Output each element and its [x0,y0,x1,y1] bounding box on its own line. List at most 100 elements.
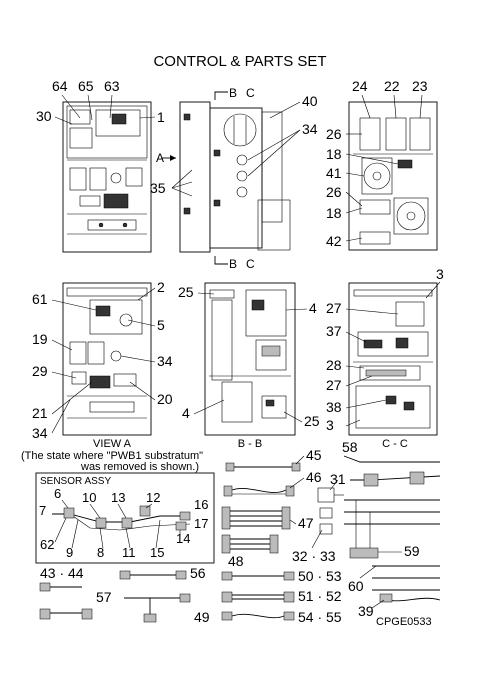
callout-61: 61 [32,291,48,307]
callout-11: 11 [122,545,136,560]
callout-2: 2 [157,279,165,295]
callout-31: 31 [330,471,346,487]
callouts-sensor-assy: 6 7 10 13 12 16 17 62 9 8 11 15 14 [39,486,208,560]
callout-26-top: 26 [326,126,342,142]
callout-57: 57 [96,589,112,605]
section-b-b-panel [204,282,296,436]
callout-62: 62 [40,537,54,552]
sensor-assy-title: SENSOR ASSY [40,476,111,487]
callout-25-bottom: 25 [304,413,320,429]
callout-21: 21 [32,405,48,421]
callout-3-bottom: 3 [326,417,334,433]
sensor-assy-box: SENSOR ASSY [35,472,215,564]
callouts-section-b-b: 25 4 4 25 B - B [178,284,320,450]
callout-5: 5 [157,317,165,333]
harness-47 [221,506,291,530]
view-a-title: VIEW A [93,438,132,450]
callout-56: 56 [190,565,206,581]
callout-64: 64 [52,78,68,94]
callout-27-top: 27 [326,300,342,316]
callout-54-55: 54 · 55 [298,609,342,625]
callouts-section-c-c: 3 27 37 28 27 38 3 C - C [326,266,444,450]
callout-26-bottom: 26 [326,184,342,200]
view-a-caption: VIEW A (The state where "PWB1 substratum… [21,438,203,473]
callouts-panel-front: 64 65 63 30 1 [36,78,165,125]
callout-22: 22 [384,78,400,94]
arrow-label-c-bottom: C [246,257,255,271]
callout-46: 46 [306,469,322,485]
callout-32-33: 32 · 33 [292,548,336,564]
callout-30: 30 [36,108,52,124]
callout-49: 49 [194,609,210,625]
callout-19: 19 [32,331,48,347]
callout-27-bottom: 27 [326,377,342,393]
callout-65: 65 [78,78,94,94]
harness-45-46 [223,462,301,497]
callout-34-side: 34 [302,121,318,137]
view-a-note-line1: (The state where "PWB1 substratum" [21,450,203,462]
callout-13: 13 [111,490,125,505]
harness-43-57-56-49 [39,570,191,623]
harness-58-59 [343,455,441,559]
callout-40: 40 [302,93,318,109]
callout-23: 23 [412,78,428,94]
callout-14: 14 [176,531,190,546]
callout-8: 8 [97,545,104,560]
callout-35: 35 [150,180,166,196]
section-b-b-label: B - B [238,438,262,450]
callouts-panel-side: B C B C A 40 34 35 [150,86,318,271]
callout-39: 39 [358,603,374,619]
harness-50-51-54 [221,571,295,621]
callout-20: 20 [157,391,173,407]
callout-48: 48 [228,553,244,569]
callout-10: 10 [82,490,96,505]
callout-50-53: 50 · 53 [298,568,342,584]
diagram-title: CONTROL & PARTS SET [153,53,326,70]
callout-59: 59 [404,543,420,559]
callout-63: 63 [104,78,120,94]
view-a-note-line2: was removed is shown.) [80,461,199,473]
arrow-label-a: A [156,151,164,165]
control-box-side-view [162,91,291,265]
callout-4-bottom: 4 [182,405,190,421]
callout-34-view-a-bottom: 34 [32,425,48,441]
callouts-harnesses: 45 46 31 58 47 48 32 · 33 59 43 · 44 56 … [40,439,420,625]
callout-42: 42 [326,233,342,249]
callouts-view-a: 2 61 5 19 34 29 21 20 34 [32,279,173,441]
callout-41: 41 [326,165,342,181]
callout-34-view-a: 34 [157,353,173,369]
callout-3-top: 3 [436,266,444,282]
arrow-label-b-bottom: B [229,257,237,271]
callout-4-top: 4 [309,300,317,316]
callout-45: 45 [306,447,322,463]
callout-18-bottom: 18 [326,205,342,221]
drawing-code: CPGE0533 [376,616,432,628]
harness-48 [221,534,279,554]
callout-29: 29 [32,363,48,379]
callout-18-top: 18 [326,146,342,162]
callout-28: 28 [326,357,342,373]
callout-1: 1 [157,109,165,125]
callout-9: 9 [66,545,73,560]
callout-43-44: 43 · 44 [40,565,84,581]
part-31-32-33 [317,487,344,535]
section-c-c-label: C - C [382,438,408,450]
callout-12: 12 [146,490,160,505]
arrow-label-c-top: C [246,86,255,100]
callout-6: 6 [54,486,61,501]
harness-60-39 [372,565,441,603]
callout-7: 7 [39,503,46,518]
callout-38: 38 [326,399,342,415]
callout-16: 16 [194,497,208,512]
callout-24: 24 [352,78,368,94]
callouts-panel-rear: 24 22 23 26 18 41 26 18 42 [326,78,428,249]
callout-51-52: 51 · 52 [298,588,342,604]
control-box-front-view [62,101,152,253]
callout-37: 37 [326,323,342,339]
callout-17: 17 [194,516,208,531]
callout-47: 47 [298,515,314,531]
callout-25-top: 25 [178,284,194,300]
callout-58: 58 [342,439,358,455]
section-c-c-panel [348,282,438,436]
